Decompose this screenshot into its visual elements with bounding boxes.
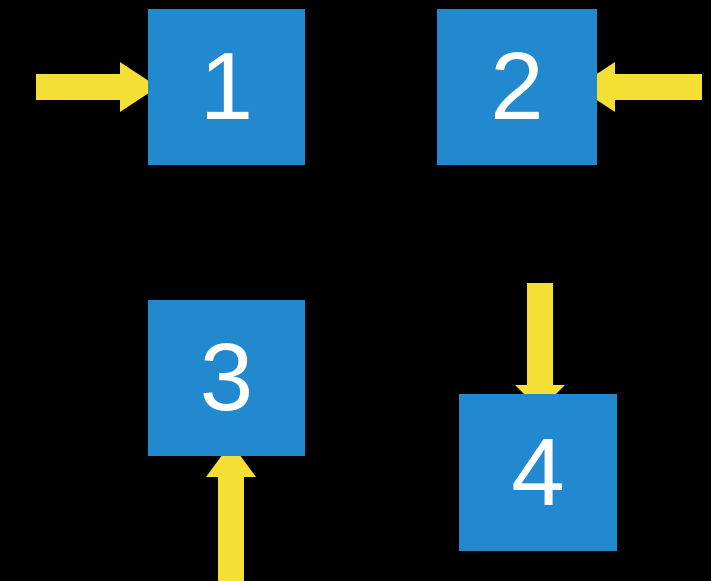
arrow-down-shape [515, 283, 565, 410]
node-3-rect [148, 300, 305, 456]
node-box-2[interactable]: 2 [437, 9, 597, 165]
node-4-rect [459, 394, 617, 551]
node-box-1[interactable]: 1 [148, 9, 305, 165]
arrow-down-into-node-4 [515, 283, 565, 410]
arrow-right-into-node-1 [36, 62, 158, 112]
arrow-up-into-node-3 [206, 443, 256, 581]
node-box-4[interactable]: 4 [459, 394, 617, 551]
arrow-left-into-node-2 [577, 62, 702, 112]
node-1-rect [148, 9, 305, 165]
node-1-label: 1 [199, 33, 254, 140]
node-3-label: 3 [199, 324, 254, 431]
arrow-left-shape [577, 62, 702, 112]
node-2-rect [437, 9, 597, 165]
node-2-label: 2 [490, 33, 544, 140]
arrow-right-shape [36, 62, 158, 112]
node-box-3[interactable]: 3 [148, 300, 305, 456]
node-4-label: 4 [511, 418, 565, 526]
arrow-up-shape [206, 443, 256, 581]
